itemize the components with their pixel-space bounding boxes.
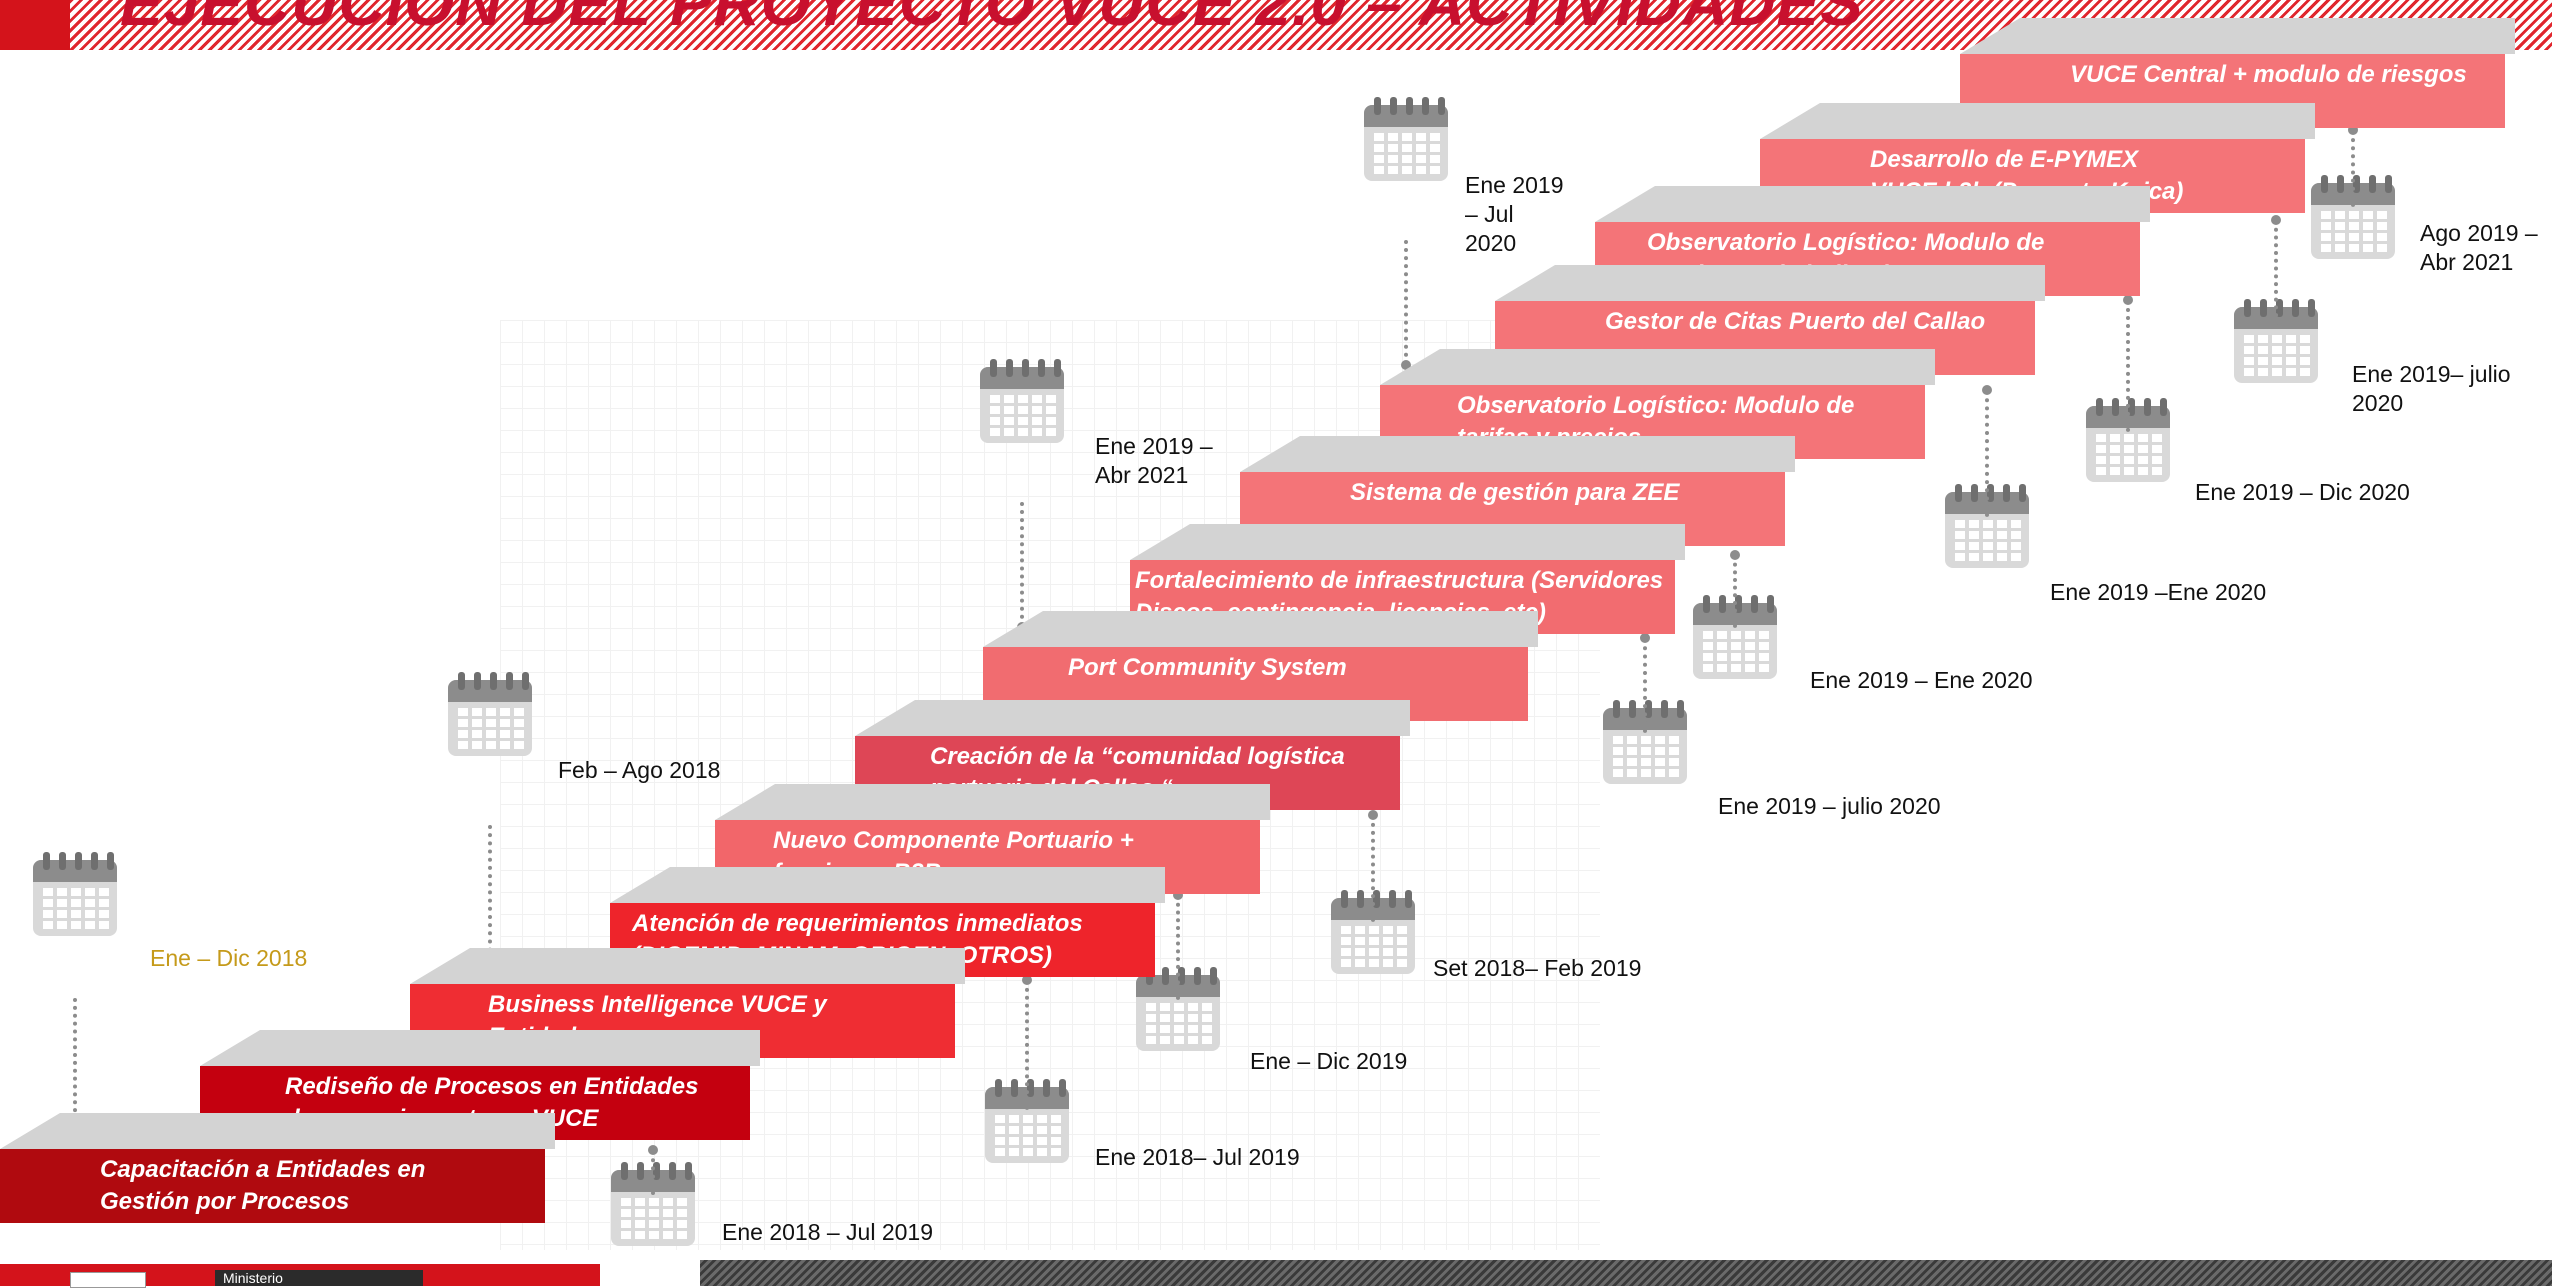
- date-range-label: Ene 2019 – Jul 2020: [1465, 172, 1564, 256]
- dotted-connector: [73, 998, 77, 1128]
- step-tread: [855, 700, 1410, 736]
- step-tread: [1960, 18, 2515, 54]
- dotted-connector: [1025, 980, 1029, 1110]
- dotted-connector: [1371, 815, 1375, 922]
- date-range-label: Ene 2019– julio 2020: [2352, 361, 2511, 416]
- date-range-label: Ene – Dic 2019: [1250, 1048, 1408, 1074]
- footer-ministry-label: Ministerio: [215, 1270, 423, 1286]
- dotted-connector: [2274, 220, 2278, 325]
- header-accent-block: [0, 0, 70, 50]
- connector-dot: [1640, 633, 1650, 643]
- connector-dot: [2271, 215, 2281, 225]
- dotted-connector: [2126, 300, 2130, 432]
- step-tread: [1495, 265, 2045, 301]
- date-range-label: Ene 2018– Jul 2019: [1095, 1144, 1300, 1170]
- activity-label: Capacitación a Entidades en Gestión por …: [0, 1149, 545, 1223]
- connector-dot: [2123, 295, 2133, 305]
- connector-dot: [1173, 890, 1183, 900]
- footer-band: [700, 1260, 2552, 1286]
- date-range-label: Ene 2019 –Ene 2020: [2050, 579, 2267, 605]
- dotted-connector: [1020, 502, 1024, 627]
- date-range-label: Feb – Ago 2018: [558, 757, 721, 783]
- calendar-icon: [1362, 97, 1450, 183]
- date-range-label: Ene 2019 – Ene 2020: [1810, 667, 2033, 693]
- calendar-icon: [978, 359, 1066, 445]
- dotted-connector: [1985, 390, 1989, 517]
- connector-dot: [1730, 550, 1740, 560]
- date-range-label: Ene 2019 – julio 2020: [1718, 793, 1941, 819]
- step-tread: [610, 867, 1165, 903]
- dotted-connector: [488, 825, 492, 960]
- step-tread: [1380, 349, 1935, 385]
- step-tread: [410, 948, 965, 984]
- connector-dot: [1368, 810, 1378, 820]
- dotted-connector: [1643, 638, 1647, 733]
- connector-dot: [1022, 975, 1032, 985]
- date-range-label: Ene – Dic 2018: [150, 945, 308, 971]
- step-tread: [0, 1113, 555, 1149]
- step-tread: [983, 611, 1538, 647]
- step-tread: [1240, 436, 1795, 472]
- dotted-connector: [1733, 555, 1737, 628]
- date-range-label: Ene 2019 – Dic 2020: [2195, 479, 2410, 505]
- calendar-icon: [446, 672, 534, 758]
- calendar-icon: [1329, 890, 1417, 976]
- step-tread: [1130, 524, 1685, 560]
- connector-dot: [648, 1145, 658, 1155]
- calendar-icon: [31, 852, 119, 938]
- date-range-label: Ene 2018 – Jul 2019: [722, 1219, 934, 1245]
- calendar-icon: [983, 1079, 1071, 1165]
- date-range-label: Ago 2019 – Abr 2021: [2420, 220, 2538, 275]
- date-range-label: Set 2018– Feb 2019: [1433, 955, 1642, 981]
- dotted-connector: [1176, 895, 1180, 1000]
- step-tread: [1760, 103, 2315, 139]
- dotted-connector: [1404, 240, 1408, 365]
- connector-dot: [1982, 385, 1992, 395]
- step-tread: [1595, 186, 2150, 222]
- date-range-label: Ene 2019 – Abr 2021: [1095, 433, 1213, 488]
- step-tread: [715, 784, 1270, 820]
- step-tread: [200, 1030, 760, 1066]
- dotted-connector: [2351, 130, 2355, 207]
- connector-dot: [1401, 360, 1411, 370]
- connector-dot: [2348, 125, 2358, 135]
- slide-title: EJECUCIÓN DEL PROYECTO VUCE 2.0 – ACTIVI…: [120, 0, 1864, 39]
- dotted-connector: [651, 1150, 655, 1195]
